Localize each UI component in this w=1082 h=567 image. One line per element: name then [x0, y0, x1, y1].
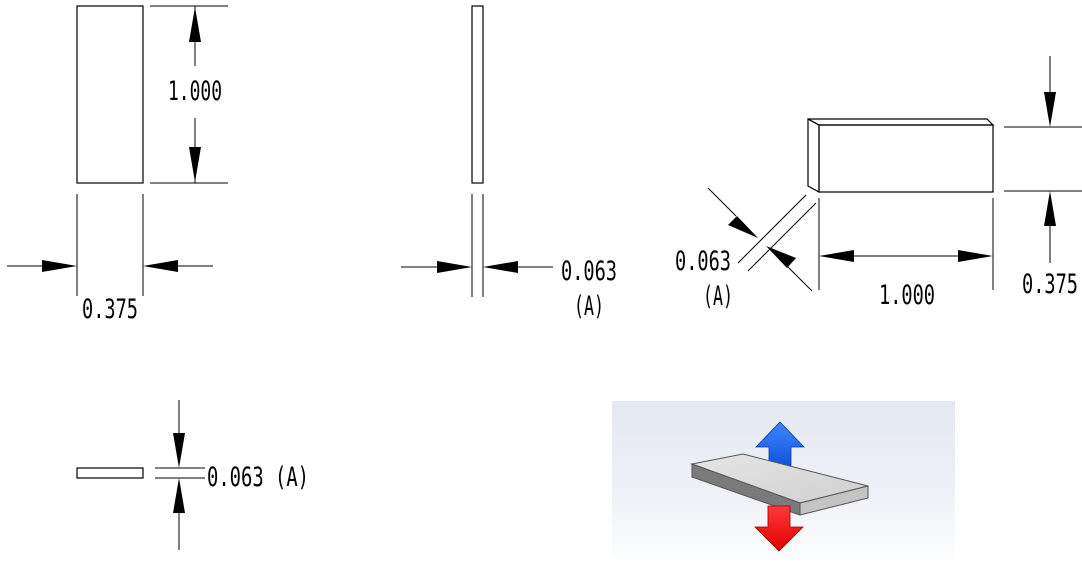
thickness-dimension-label: 0.063 [561, 256, 617, 287]
height-dimension-label: 1.000 [168, 76, 222, 107]
iso-side-face [807, 117, 820, 194]
arrow-head [1044, 92, 1056, 127]
width-dimension-label: 0.375 [82, 294, 138, 325]
arrow-head [437, 261, 472, 273]
plate-side-face [799, 485, 869, 516]
front-view: 1.000 0.375 [7, 5, 228, 325]
arrow-head [173, 433, 185, 468]
dimension-line [707, 187, 737, 217]
render-preview [612, 401, 955, 567]
extension-line [747, 202, 817, 272]
arrow-head [42, 260, 77, 272]
extension-line [737, 194, 807, 264]
side-view: 0.063 (A) [401, 5, 617, 322]
arrow-head [143, 260, 178, 272]
iso-width-dimension-label: 0.375 [1022, 269, 1078, 300]
arrow-head [173, 478, 185, 513]
arrow-head [766, 246, 796, 268]
iso-front-face [818, 124, 994, 193]
top-thickness-dimension-label: 0.063 (A) [207, 462, 309, 493]
isometric-view: 0.375 1.000 0.063 (A) [675, 56, 1082, 312]
side-view-outline [471, 5, 484, 184]
arrow-head [189, 7, 201, 42]
arrow-head [483, 261, 518, 273]
iso-top-face [807, 118, 995, 126]
arrow-head [1044, 191, 1056, 226]
iso-thickness-reference-label: (A) [703, 281, 733, 312]
arrow-head [819, 250, 854, 262]
dimension-line [785, 264, 813, 292]
arrow-down-icon [754, 505, 804, 552]
arrow-head [728, 216, 758, 238]
thickness-reference-label: (A) [574, 291, 604, 322]
arrow-head [189, 147, 201, 182]
iso-length-dimension-label: 1.000 [879, 280, 935, 311]
iso-thickness-dimension-label: 0.063 [675, 246, 731, 277]
top-view: 0.063 (A) [76, 400, 309, 550]
front-view-outline [76, 5, 144, 184]
arrow-head [958, 250, 993, 262]
top-view-outline [76, 467, 144, 479]
